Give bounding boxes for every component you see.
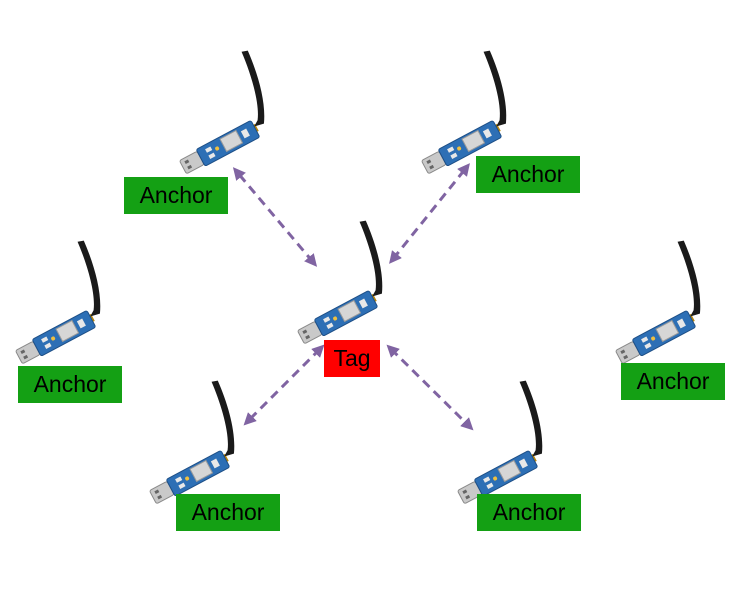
antenna-icon — [519, 380, 543, 457]
devices-layer — [15, 50, 701, 504]
anchor-device-bottom-left — [149, 380, 235, 504]
antenna-icon — [211, 380, 235, 457]
anchor-label-top-left: Anchor — [124, 177, 228, 214]
anchor-device-mid-right — [615, 240, 701, 364]
antenna-icon — [241, 50, 265, 127]
link-arrow-anchor-top-right — [389, 163, 470, 264]
anchor-device-top-right — [421, 50, 507, 174]
anchor-device-mid-left — [15, 240, 101, 364]
anchor-label-mid-left: Anchor — [18, 366, 122, 403]
tag-device-center — [297, 220, 383, 344]
antenna-icon — [677, 240, 701, 317]
anchor-device-top-left — [179, 50, 265, 174]
anchor-label-bottom-right: Anchor — [477, 494, 581, 531]
links-layer — [232, 163, 474, 431]
link-arrow-anchor-top-left — [232, 167, 318, 267]
antenna-icon — [359, 220, 383, 297]
anchor-device-bottom-right — [457, 380, 543, 504]
anchor-label-mid-right: Anchor — [621, 363, 725, 400]
anchor-label-bottom-left: Anchor — [176, 494, 280, 531]
antenna-icon — [483, 50, 507, 127]
link-arrow-anchor-bottom-right — [386, 344, 474, 431]
antenna-icon — [77, 240, 101, 317]
link-arrow-anchor-bottom-left — [243, 344, 325, 426]
tag-label: Tag — [324, 340, 380, 377]
anchor-label-top-right: Anchor — [476, 156, 580, 193]
